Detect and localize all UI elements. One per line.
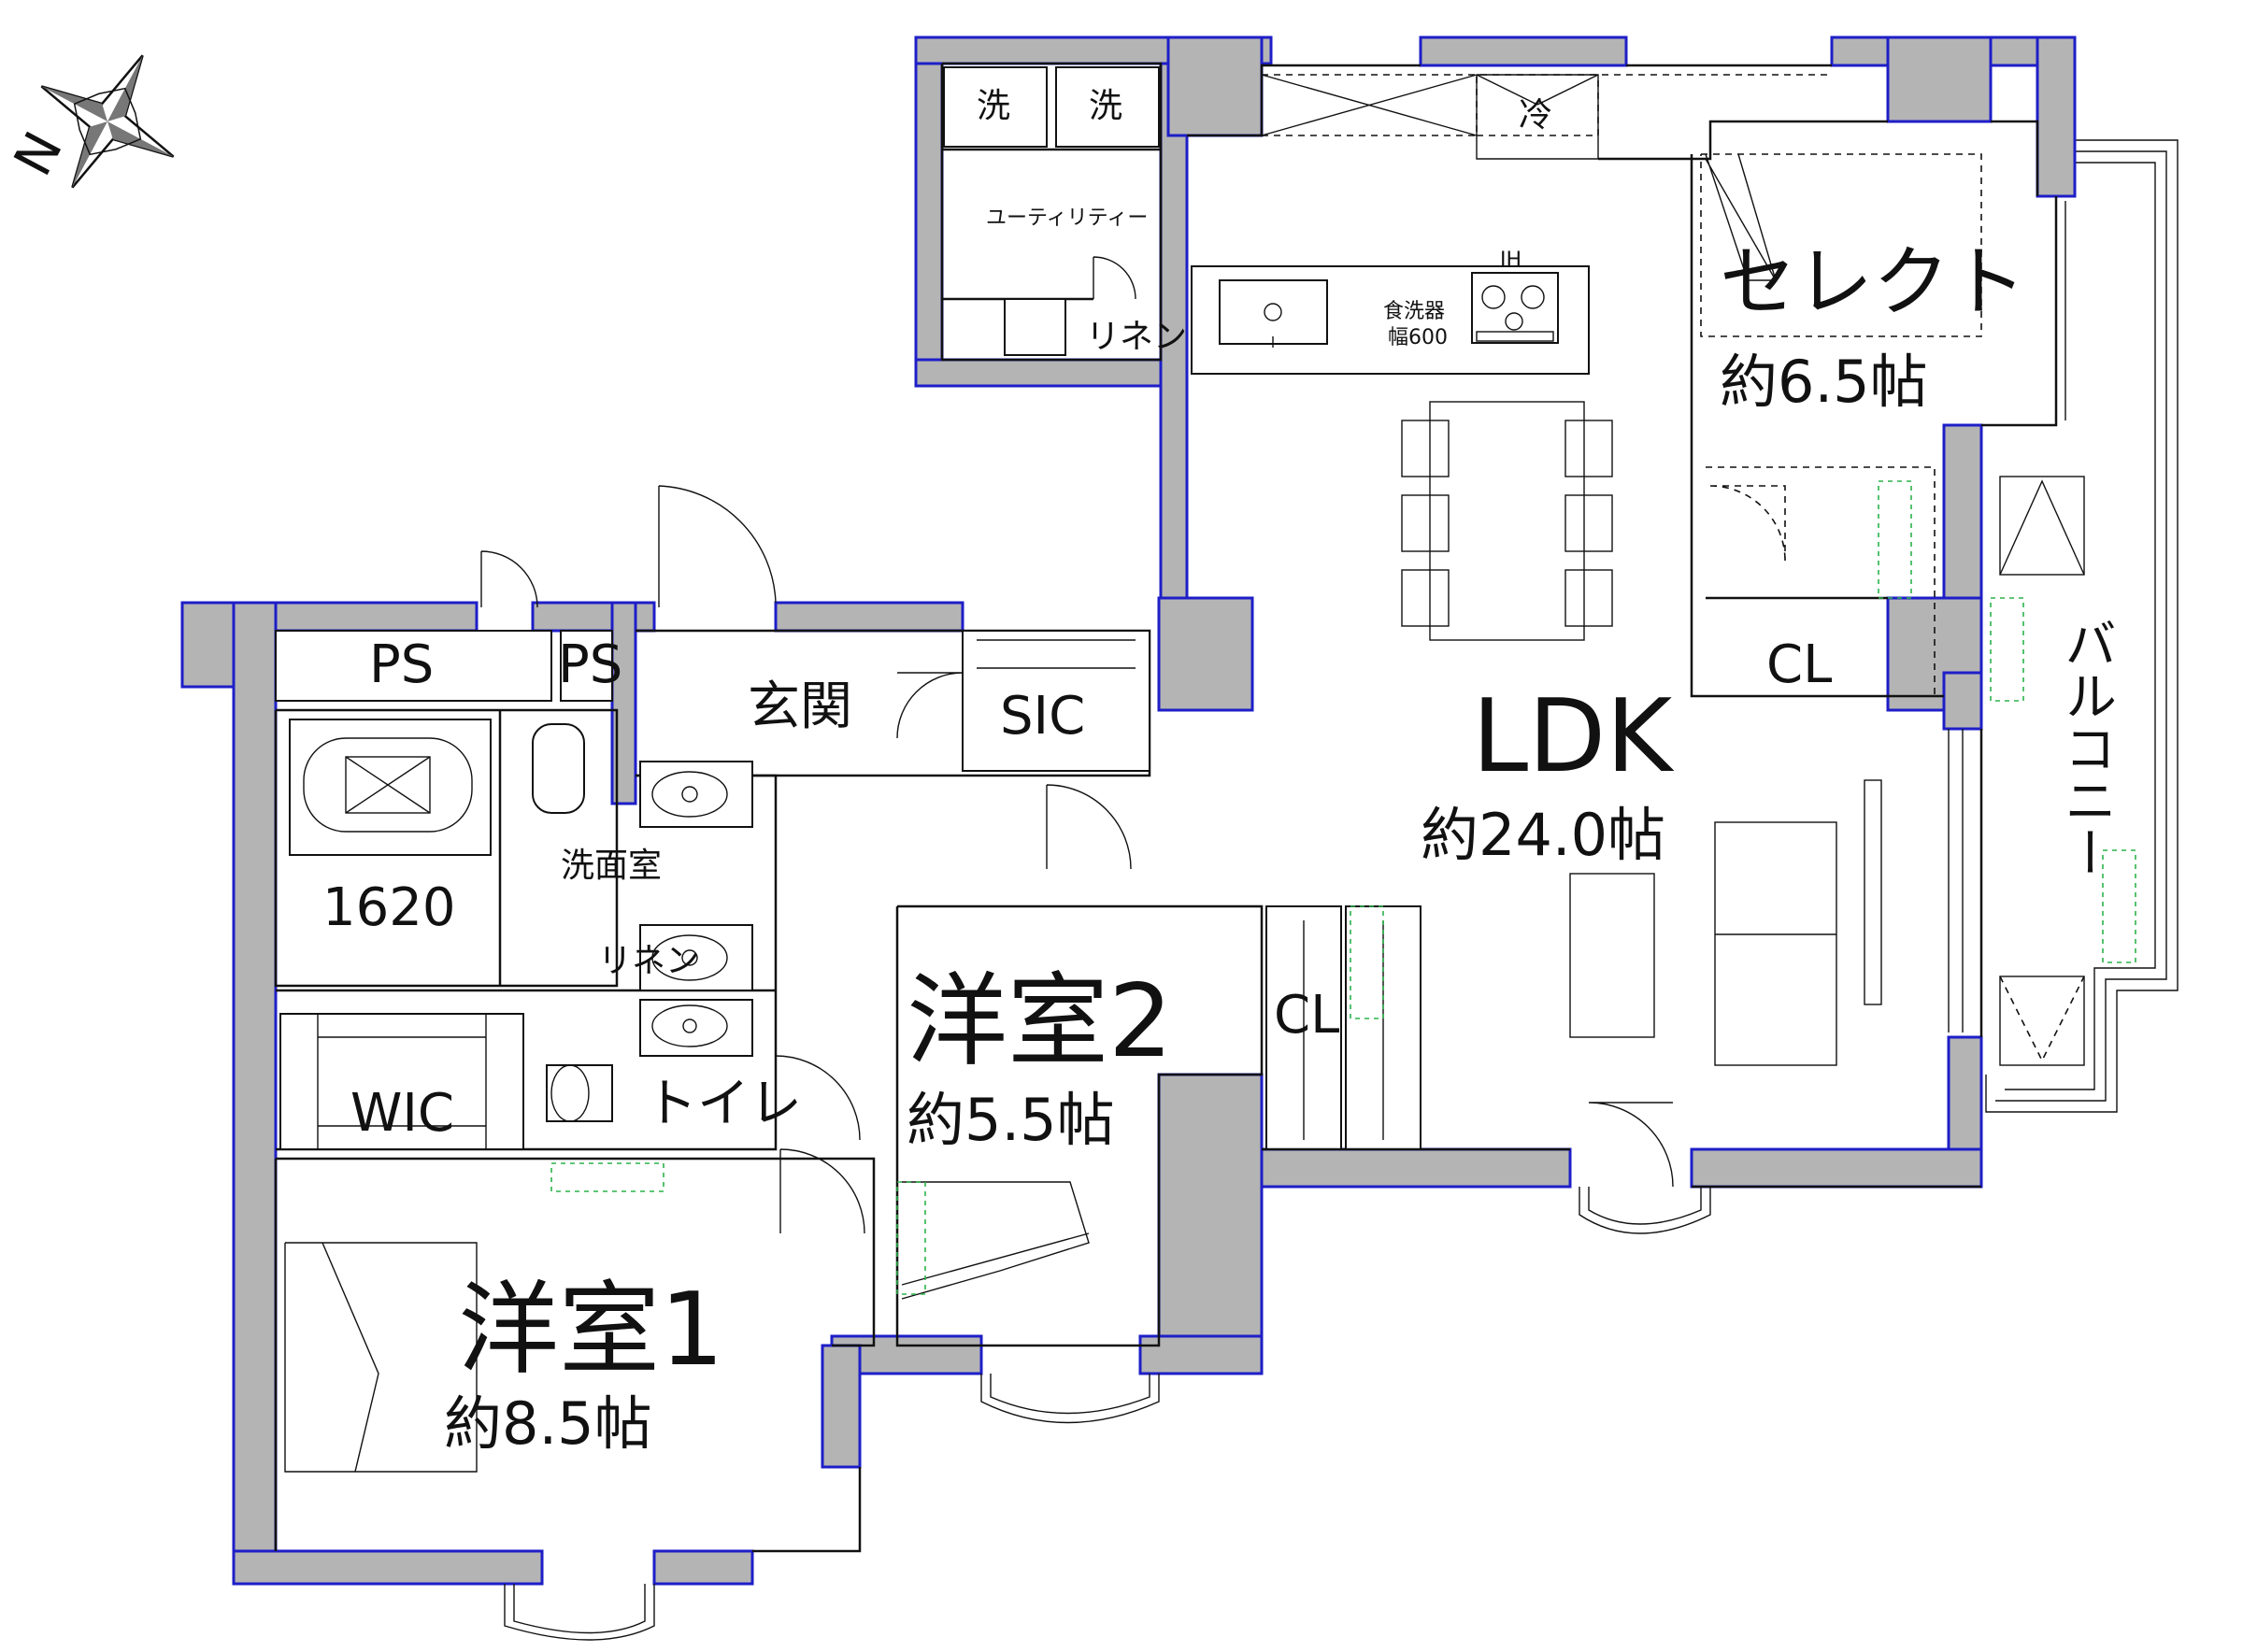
balcony-outline xyxy=(1985,139,2179,1113)
room-name-bedroom2: 洋室2 xyxy=(907,963,1173,1080)
doors xyxy=(480,256,1786,1234)
room-name-utility: ユーティリティー xyxy=(986,206,1148,230)
ih-cooktop xyxy=(1471,272,1559,344)
room-name-ldk: LDK xyxy=(1472,678,1675,795)
label-ps-1: PS xyxy=(369,634,434,695)
compass-north-label: N xyxy=(3,122,75,186)
balcony-unit-1 xyxy=(1999,476,2085,576)
label-fridge: 冷 xyxy=(1519,96,1552,135)
label-ih: IH xyxy=(1500,249,1522,272)
label-washer-2: 洗 xyxy=(1089,87,1122,125)
room-name-sic: SIC xyxy=(1000,686,1085,747)
label-linen-utility: リネン xyxy=(1086,318,1187,356)
utility-sink xyxy=(1004,298,1066,356)
room-name-washroom: 洗面室 xyxy=(561,847,662,885)
washer-2 xyxy=(1055,66,1160,148)
compass-star-icon xyxy=(40,54,175,189)
compass: N xyxy=(3,54,175,189)
interior-lines xyxy=(274,62,2136,1553)
room-name-toilet: トイレ xyxy=(645,1074,802,1134)
room-name-entrance: 玄関 xyxy=(748,676,852,737)
washer-1 xyxy=(943,66,1048,148)
label-dishwasher-width: 幅600 xyxy=(1388,326,1448,349)
kitchen-sink xyxy=(1219,279,1328,345)
room-labels: LDK 約24.0帖 セレクト 約6.5帖 洋室1 約8.5帖 洋室2 約5.5… xyxy=(322,87,2117,1458)
label-dishwasher: 食洗器 xyxy=(1383,300,1445,323)
wash-basin-1 xyxy=(639,761,753,828)
room-name-bedroom1: 洋室1 xyxy=(458,1272,724,1389)
label-ps-2: PS xyxy=(558,634,622,695)
room-name-bath: 1620 xyxy=(322,877,456,938)
coffee-table xyxy=(1569,873,1655,1038)
room-name-wic: WIC xyxy=(350,1083,454,1144)
balcony-unit-2 xyxy=(1999,976,2085,1066)
label-washer-1: 洗 xyxy=(977,87,1010,125)
sic-storage xyxy=(962,630,1150,772)
room-area-ldk: 約24.0帖 xyxy=(1421,801,1665,869)
room-name-balcony: バルコニー xyxy=(2056,617,2117,878)
dining-table xyxy=(1429,401,1585,641)
wic-closet xyxy=(279,1013,524,1150)
label-cl-bed2: CL xyxy=(1274,985,1339,1046)
room-name-select: セレクト xyxy=(1720,238,2026,327)
windows xyxy=(504,201,2066,1641)
tv-board xyxy=(1864,779,1882,1005)
toilet-fixture xyxy=(546,1064,613,1122)
sofa xyxy=(1714,821,1837,1066)
ps-box-1 xyxy=(275,630,552,702)
room-area-bedroom2: 約5.5帖 xyxy=(907,1086,1115,1154)
walls xyxy=(180,36,2077,1586)
label-linen-wash: リネン xyxy=(598,942,699,980)
ps-box-2 xyxy=(560,630,613,702)
room-area-bedroom1: 約8.5帖 xyxy=(444,1389,652,1458)
room-area-select: 約6.5帖 xyxy=(1720,348,1928,416)
label-cl-select: CL xyxy=(1766,634,1832,695)
